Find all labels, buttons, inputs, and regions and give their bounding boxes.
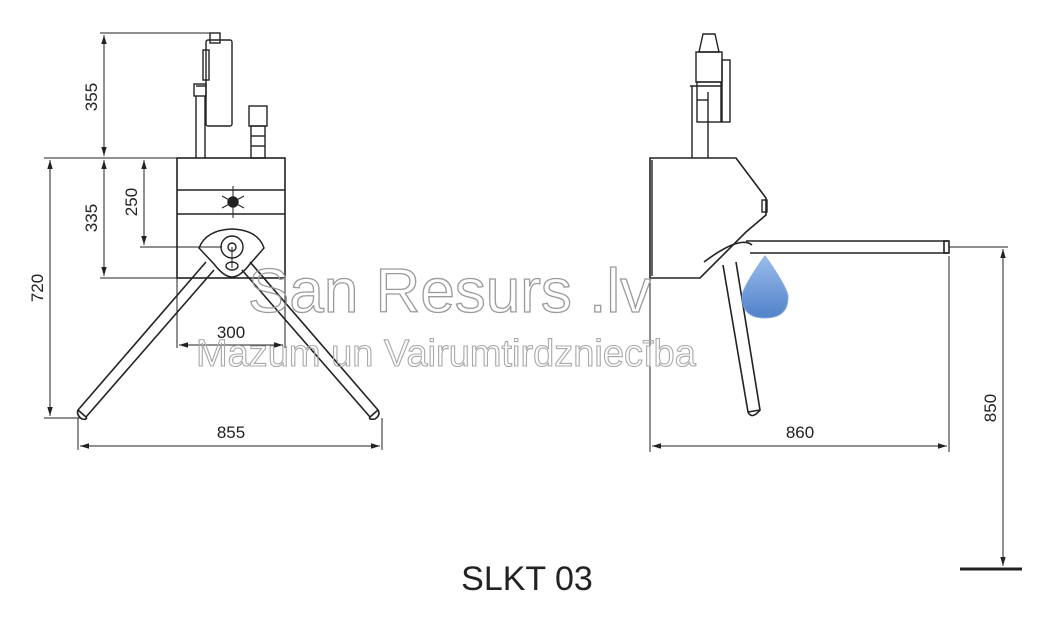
side-dimension-labels: 860 850 bbox=[786, 394, 1000, 442]
front-view bbox=[76, 32, 380, 421]
watermark-tagline: Mazum un Vairumtirdzniecība bbox=[196, 333, 697, 375]
front-tripod-arms bbox=[76, 247, 380, 421]
dim-label-355: 355 bbox=[82, 83, 101, 111]
dim-label-250: 250 bbox=[122, 188, 141, 216]
side-arms bbox=[703, 240, 950, 417]
watermark: San Resurs .lv Mazum un Vairumtirdzniecī… bbox=[195, 255, 789, 376]
water-drop-icon bbox=[741, 255, 789, 319]
dim-label-855: 855 bbox=[217, 423, 245, 442]
dim-label-300: 300 bbox=[217, 323, 245, 342]
side-body bbox=[649, 157, 768, 279]
side-reader-unit bbox=[690, 33, 731, 158]
diagram-title: SLKT 03 bbox=[461, 560, 593, 598]
dim-label-850: 850 bbox=[981, 394, 1000, 422]
front-dimensions bbox=[44, 32, 383, 450]
front-body bbox=[176, 157, 286, 279]
dim-label-720: 720 bbox=[28, 274, 47, 302]
watermark-brand: San Resurs .lv bbox=[248, 257, 651, 326]
side-view bbox=[649, 33, 950, 417]
front-reader-unit bbox=[193, 32, 268, 159]
side-dimensions bbox=[649, 246, 1022, 571]
front-dimension-labels: 355 335 250 720 300 855 bbox=[28, 83, 245, 442]
dim-label-335: 335 bbox=[82, 204, 101, 232]
dim-label-860: 860 bbox=[786, 423, 814, 442]
